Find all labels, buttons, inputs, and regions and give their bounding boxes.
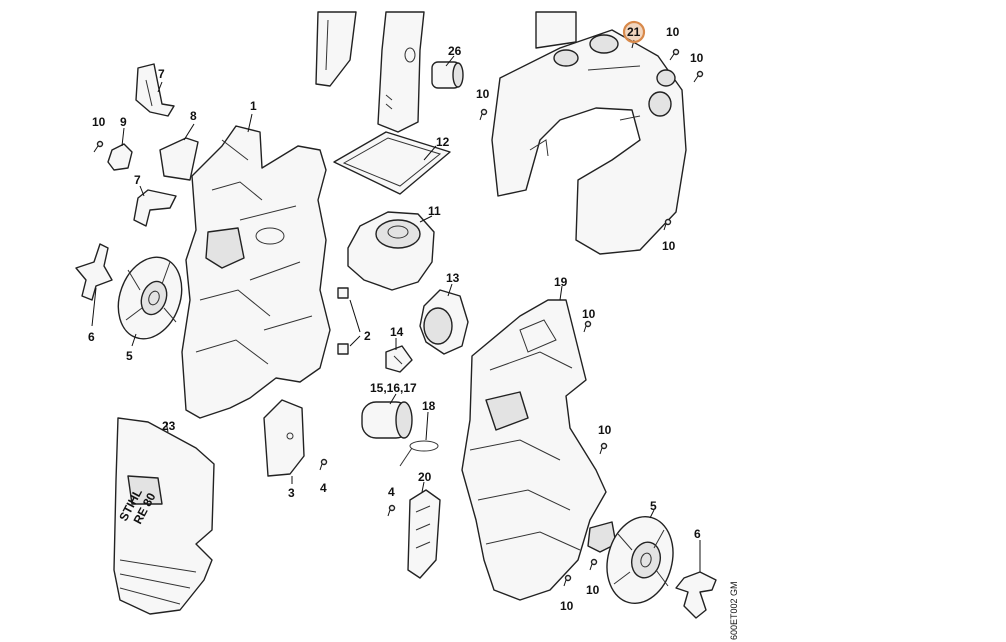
part-6-knob-right — [675, 571, 717, 619]
callout-10-under-cover: 10 — [662, 239, 676, 253]
callout-3: 3 — [288, 486, 295, 500]
callout-10-mid: 10 — [476, 87, 490, 101]
callout-labels: 26 21 10 10 10 10 7 8 1 10 9 12 7 11 13 … — [88, 25, 704, 613]
callout-9: 9 — [120, 115, 127, 129]
callout-21: 21 — [627, 25, 641, 39]
callout-4-a: 4 — [320, 481, 327, 495]
part-1-housing-left — [181, 125, 331, 419]
handle-tube-left — [315, 11, 357, 87]
callout-19: 19 — [554, 275, 568, 289]
part-9-switch — [107, 143, 133, 171]
part-11-fan-cover — [347, 211, 435, 291]
callout-18: 18 — [422, 399, 436, 413]
callout-14: 14 — [390, 325, 404, 339]
screw-10-under-cover — [663, 218, 672, 231]
highlight-fill-21 — [624, 22, 644, 42]
part-13-motor-cap — [419, 289, 469, 355]
callout-13: 13 — [446, 271, 460, 285]
part-5-wheel-right — [606, 515, 674, 605]
screw-10-top-a — [669, 48, 680, 61]
callout-6-right: 6 — [694, 527, 701, 541]
part-12-filter-sheet — [333, 131, 451, 195]
callout-4-b: 4 — [388, 485, 395, 499]
housing-rear-tube — [535, 11, 577, 49]
part-2-clips — [337, 287, 349, 355]
callout-15-16-17: 15,16,17 — [370, 381, 417, 395]
document-code: 600ET002 GM — [729, 581, 739, 640]
callout-10-left: 10 — [92, 115, 106, 129]
part-3-cover-plate — [263, 399, 305, 477]
screw-10-mid — [479, 108, 488, 121]
part-5-wheel-left — [117, 256, 183, 340]
handle-tube-center — [377, 11, 425, 133]
callout-8: 8 — [190, 109, 197, 123]
callout-10-top-a: 10 — [666, 25, 680, 39]
part-7-clip-lower — [133, 189, 177, 227]
part-26-cap — [431, 61, 464, 89]
callout-5-left: 5 — [126, 349, 133, 363]
screw-10-right-a — [583, 320, 592, 333]
callout-2: 2 — [364, 329, 371, 343]
screw-10-top-b — [693, 70, 704, 83]
callout-10-bottom-b: 10 — [586, 583, 600, 597]
callout-10-bottom-a: 10 — [560, 599, 574, 613]
part-6-knob-left — [75, 243, 113, 301]
callout-11: 11 — [428, 204, 441, 218]
callout-6-left: 6 — [88, 330, 95, 344]
part-21-rear-cover — [491, 29, 687, 255]
screw-4-a — [319, 458, 328, 471]
highlight-ring-21 — [622, 20, 646, 44]
screw-10-bottom-b — [589, 558, 598, 571]
part-23-front-panel — [113, 417, 215, 615]
callout-5-right: 5 — [650, 499, 657, 513]
part-19-housing-right — [461, 299, 617, 601]
screw-10-right-b — [599, 442, 608, 455]
screw-10-bottom-a — [563, 574, 572, 587]
screw-10-left — [93, 140, 104, 153]
callout-10-right-b: 10 — [598, 423, 612, 437]
part-20-bracket — [407, 489, 441, 579]
part-18-clamp — [399, 440, 439, 467]
callout-1: 1 — [250, 99, 257, 113]
part-8-pad — [159, 137, 199, 181]
callout-12: 12 — [436, 135, 450, 149]
part-15-16-17-capacitor — [361, 401, 413, 439]
callout-10-right-a: 10 — [582, 307, 596, 321]
callout-26: 26 — [448, 44, 462, 58]
part-14-plug — [385, 345, 413, 373]
callout-7-top: 7 — [158, 67, 165, 81]
leader-lines — [91, 39, 701, 572]
callout-10-top-b: 10 — [690, 51, 704, 65]
callout-7-lower: 7 — [134, 173, 141, 187]
screw-4-b — [387, 504, 396, 517]
part-7-clip-top — [135, 63, 175, 117]
screws — [93, 48, 704, 587]
callout-23: 23 — [162, 419, 176, 433]
callout-20: 20 — [418, 470, 432, 484]
